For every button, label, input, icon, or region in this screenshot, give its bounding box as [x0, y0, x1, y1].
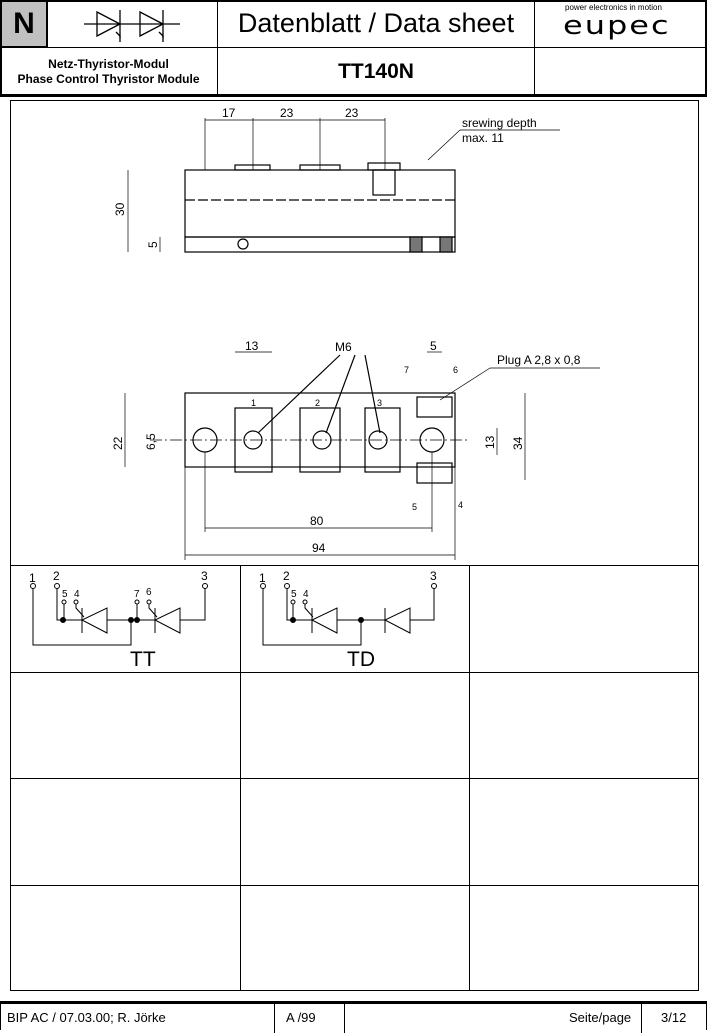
circuit-label-tt: TT — [130, 648, 156, 671]
pin-label: 7 — [404, 365, 409, 375]
dim-23a: 23 — [280, 106, 294, 120]
pin-label: 6 — [146, 587, 152, 598]
pin-label: 4 — [303, 589, 309, 600]
circuit-label-td: TD — [347, 648, 375, 671]
pin-label: 3 — [201, 569, 208, 583]
dim-13: 13 — [245, 339, 259, 353]
dim-17: 17 — [222, 106, 236, 120]
dim-80: 80 — [310, 514, 324, 528]
pin-label: 2 — [53, 569, 60, 583]
eupec-logo: power electronics in motion eupec — [535, 0, 707, 48]
pin-label: 3 — [430, 569, 437, 583]
screw-note-max: max. 11 — [462, 131, 504, 145]
pin-label: 6 — [453, 365, 458, 375]
dim-6-5: 6,5 — [144, 433, 158, 450]
dim-94: 94 — [312, 541, 326, 555]
footer: BIP AC / 07.03.00; R. Jörke A /99 Seite/… — [0, 1001, 707, 1033]
pin-label: 5 — [62, 589, 68, 600]
pin-label: 1 — [259, 571, 266, 585]
pin-label: 5 — [412, 502, 417, 512]
pin-label: 3 — [377, 398, 382, 408]
pin-label: 7 — [134, 589, 140, 600]
cell-grid — [10, 565, 699, 991]
dim-5: 5 — [146, 241, 160, 248]
pin-label: 5 — [291, 589, 297, 600]
dim-34: 34 — [511, 436, 525, 450]
dim-30: 30 — [113, 202, 127, 216]
header — [0, 0, 707, 97]
dim-plug-pitch: 5 — [430, 339, 437, 353]
part-number: TT140N — [218, 48, 535, 95]
mechanical-drawing: 17 23 23 srewing depth max. 11 30 5 13 M… — [111, 106, 600, 560]
pin-label: 1 — [29, 571, 36, 585]
drawing-frame — [10, 100, 699, 991]
pin-label: 4 — [458, 500, 463, 510]
pin-label: 2 — [283, 569, 290, 583]
screw-note: srewing depth — [462, 116, 537, 130]
pin-label: 4 — [74, 589, 80, 600]
dim-23b: 23 — [345, 106, 359, 120]
dim-22: 22 — [111, 436, 125, 450]
doc-title: Datenblatt / Data sheet — [218, 0, 535, 48]
pin-label: 2 — [315, 398, 320, 408]
dim-13b: 13 — [483, 435, 497, 449]
footer-revision: A /99 — [286, 1010, 316, 1025]
thyristor-symbol-icon — [48, 0, 218, 48]
pin-label: 1 — [251, 398, 256, 408]
footer-page-label: Seite/page — [569, 1010, 632, 1025]
footer-doc-info: BIP AC / 07.03.00; R. Jörke — [7, 1010, 166, 1025]
thread-m6: M6 — [335, 340, 352, 354]
category-letter: N — [0, 0, 48, 48]
circuit-diagrams: 1 2 5 4 7 6 3 TT 1 2 5 4 3 TD — [29, 569, 437, 671]
plug-note: Plug A 2,8 x 0,8 — [497, 353, 581, 367]
footer-page-number: 3/12 — [661, 1010, 687, 1025]
